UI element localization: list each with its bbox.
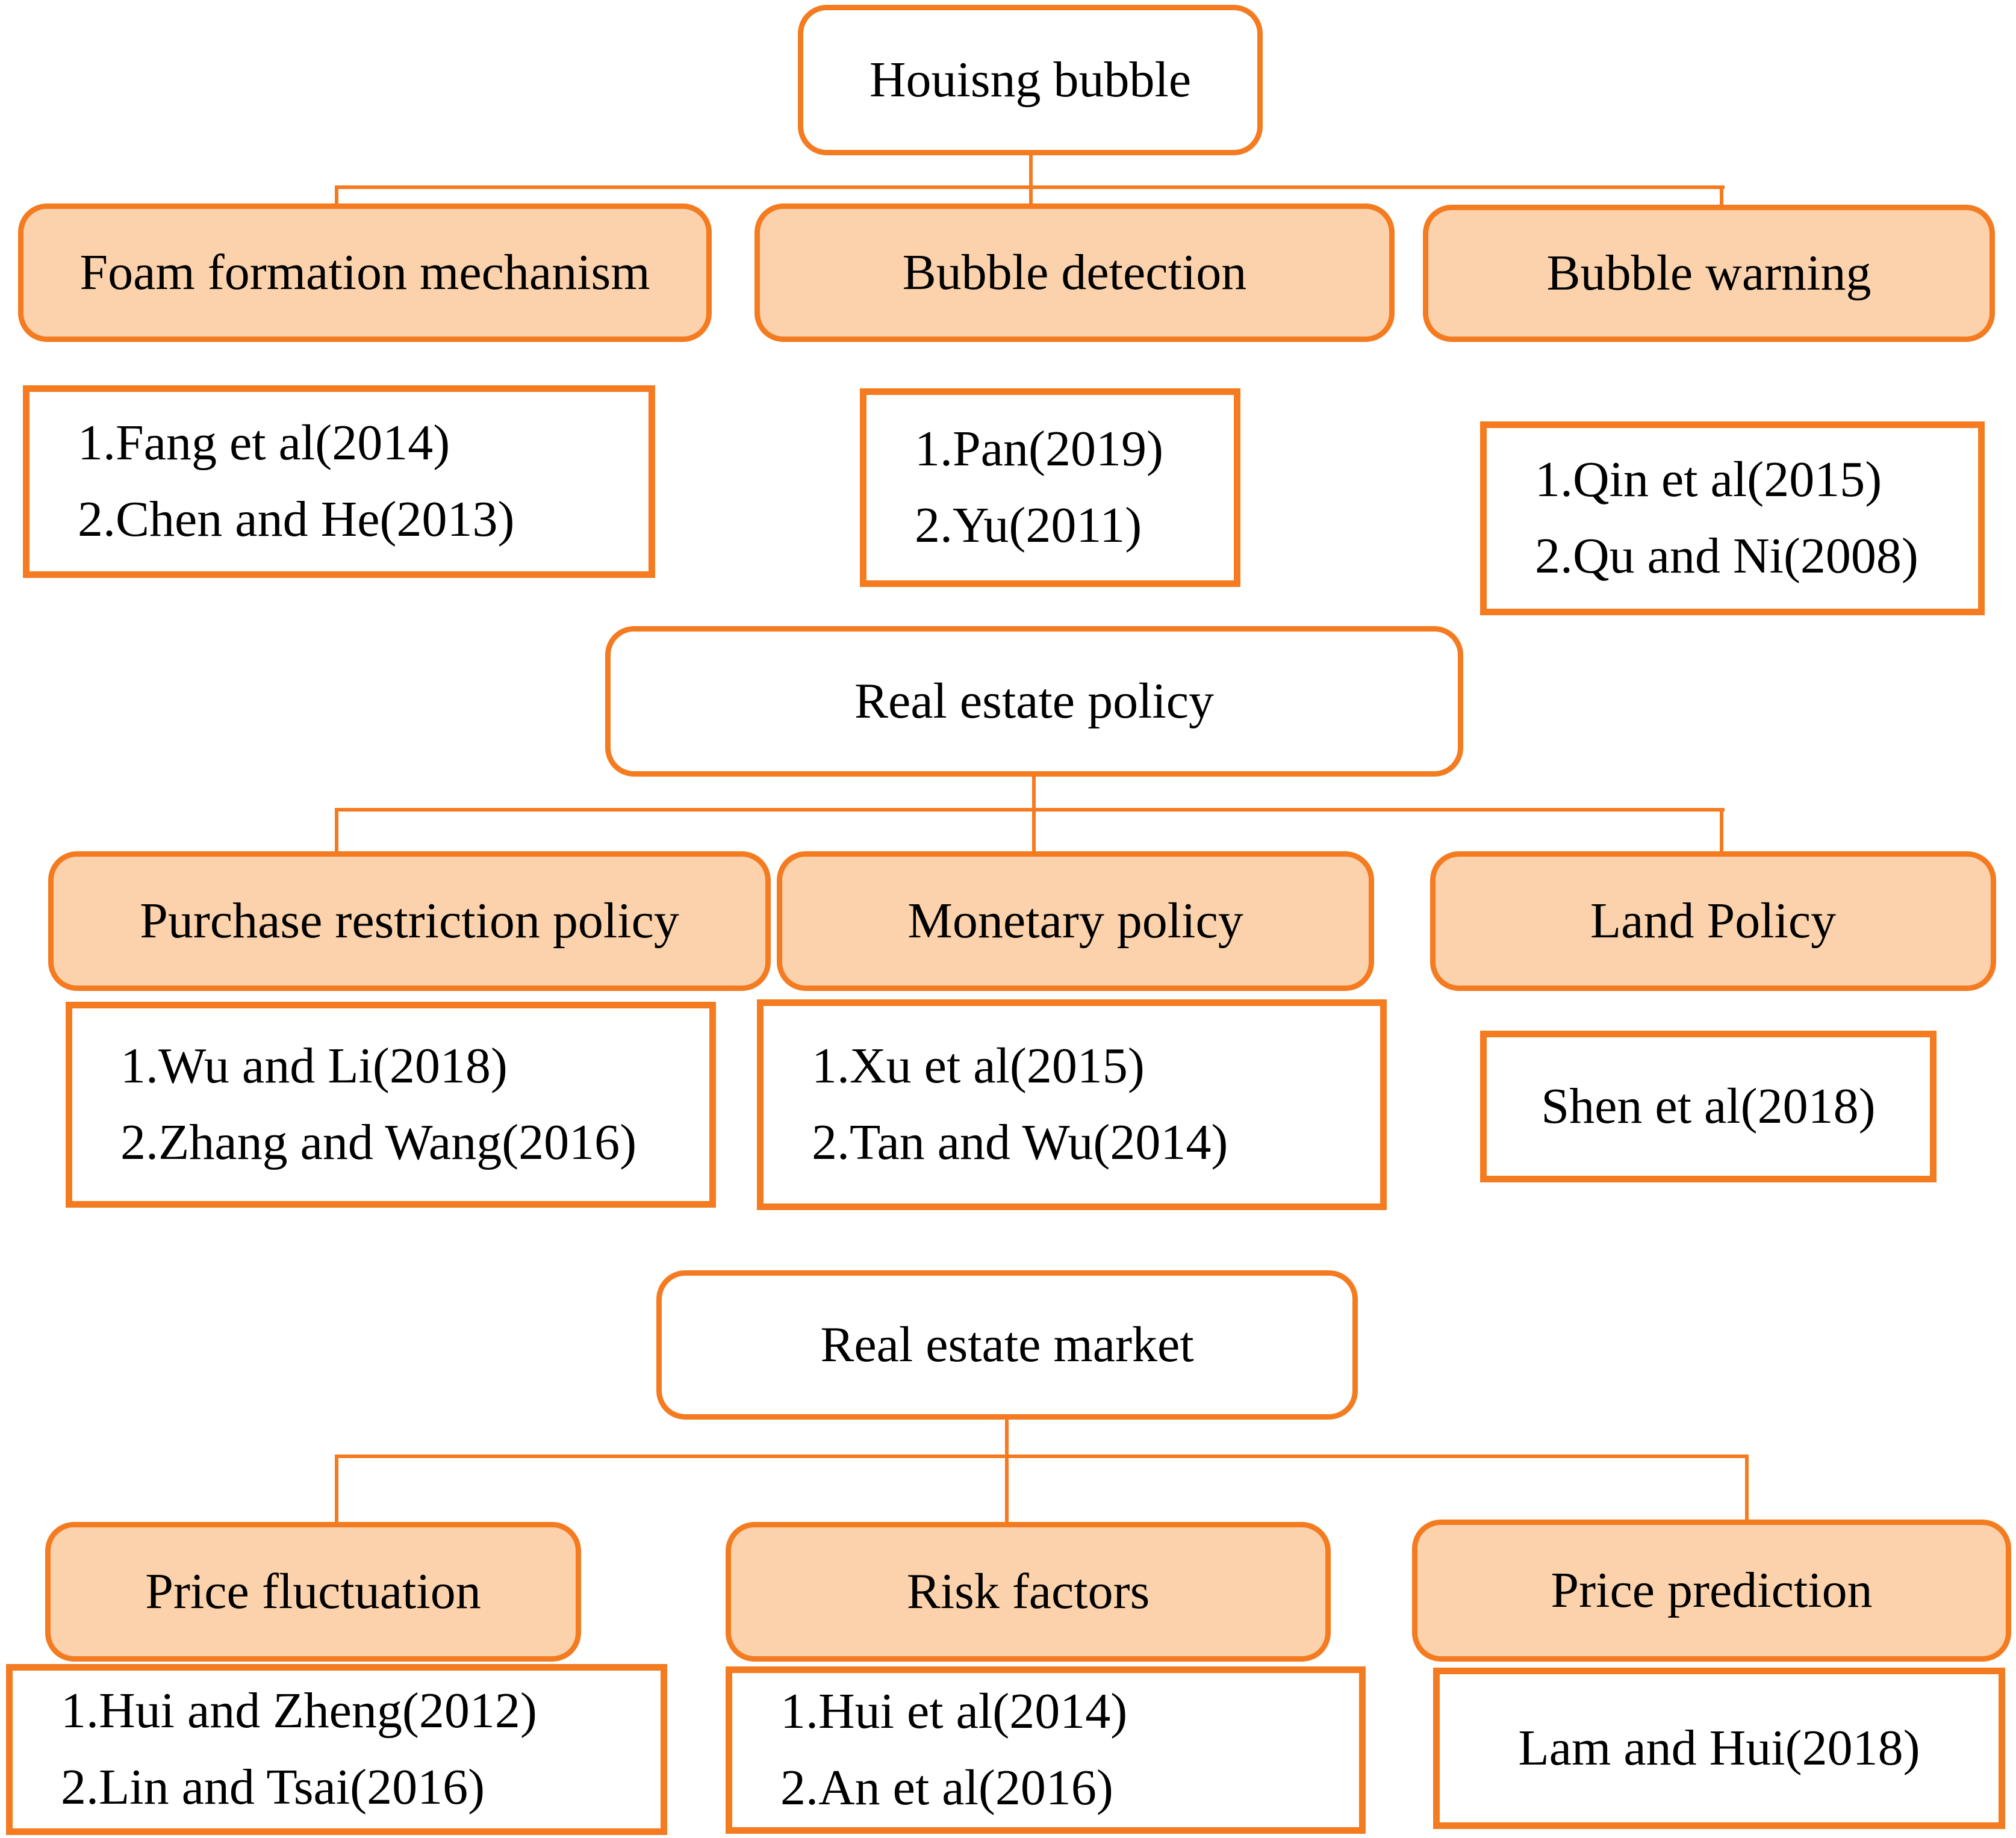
node-monetary-policy: Monetary policy: [777, 851, 1374, 991]
node-housing-bubble: Houisng bubble: [798, 5, 1263, 155]
connector-drop-left: [335, 1455, 338, 1523]
refs-price-prediction: Lam and Hui(2018): [1433, 1668, 2005, 1829]
refs-land-policy: Shen et al(2018): [1480, 1031, 1937, 1182]
ref-item: 2.Zhang and Wang(2016): [120, 1114, 637, 1170]
connector-hbar: [335, 1455, 1749, 1458]
connector-drop-middle: [1032, 808, 1036, 852]
node-risk-factors: Risk factors: [726, 1522, 1331, 1662]
ref-item: 2.Lin and Tsai(2016): [61, 1759, 485, 1815]
ref-item: Lam and Hui(2018): [1518, 1719, 1920, 1776]
connector-stem: [1005, 1420, 1009, 1457]
ref-item: 1.Xu et al(2015): [812, 1038, 1145, 1094]
refs-bubble-warning: 1.Qin et al(2015) 2.Qu and Ni(2008): [1480, 421, 1985, 615]
ref-item: 1.Qin et al(2015): [1535, 452, 1882, 508]
ref-item: 2.Qu and Ni(2008): [1535, 528, 1918, 584]
ref-item: 2.Yu(2011): [915, 497, 1142, 553]
connector-drop-left: [335, 808, 338, 852]
ref-item: 2.An et al(2016): [780, 1760, 1113, 1816]
connector-drop-right: [1745, 1455, 1749, 1521]
ref-item: 1.Wu and Li(2018): [120, 1038, 508, 1094]
refs-monetary-policy: 1.Xu et al(2015) 2.Tan and Wu(2014): [757, 999, 1387, 1210]
connector-drop-right: [1720, 808, 1723, 852]
connector-drop-left: [335, 185, 338, 206]
connector-drop-middle: [1005, 1455, 1009, 1523]
node-foam-formation-mechanism: Foam formation mechanism: [18, 203, 712, 342]
node-real-estate-policy: Real estate policy: [605, 626, 1463, 777]
ref-item: 1.Fang et al(2014): [78, 415, 450, 471]
refs-foam-formation-mechanism: 1.Fang et al(2014) 2.Chen and He(2013): [23, 385, 655, 578]
node-bubble-warning: Bubble warning: [1423, 205, 1995, 342]
ref-item: Shen et al(2018): [1541, 1078, 1876, 1134]
node-real-estate-market: Real estate market: [656, 1270, 1358, 1420]
refs-bubble-detection: 1.Pan(2019) 2.Yu(2011): [860, 388, 1240, 587]
refs-risk-factors: 1.Hui et al(2014) 2.An et al(2016): [726, 1666, 1366, 1834]
connector-drop-right: [1720, 185, 1723, 207]
node-bubble-detection: Bubble detection: [754, 203, 1395, 342]
ref-item: 2.Tan and Wu(2014): [812, 1114, 1228, 1170]
connector-hbar: [335, 808, 1725, 812]
ref-item: 1.Pan(2019): [915, 421, 1163, 477]
node-price-fluctuation: Price fluctuation: [45, 1522, 581, 1662]
ref-item: 2.Chen and He(2013): [78, 491, 515, 547]
refs-price-fluctuation: 1.Hui and Zheng(2012) 2.Lin and Tsai(201…: [6, 1664, 667, 1835]
node-land-policy: Land Policy: [1430, 851, 1996, 991]
ref-item: 1.Hui and Zheng(2012): [61, 1683, 537, 1739]
node-price-prediction: Price prediction: [1412, 1520, 2011, 1662]
node-purchase-restriction-policy: Purchase restriction policy: [48, 851, 771, 991]
connector-stem: [1029, 154, 1033, 188]
connector-drop-middle: [1029, 185, 1033, 206]
connector-stem: [1032, 777, 1036, 810]
ref-item: 1.Hui et al(2014): [780, 1683, 1128, 1740]
refs-purchase-restriction-policy: 1.Wu and Li(2018) 2.Zhang and Wang(2016): [66, 1002, 716, 1208]
